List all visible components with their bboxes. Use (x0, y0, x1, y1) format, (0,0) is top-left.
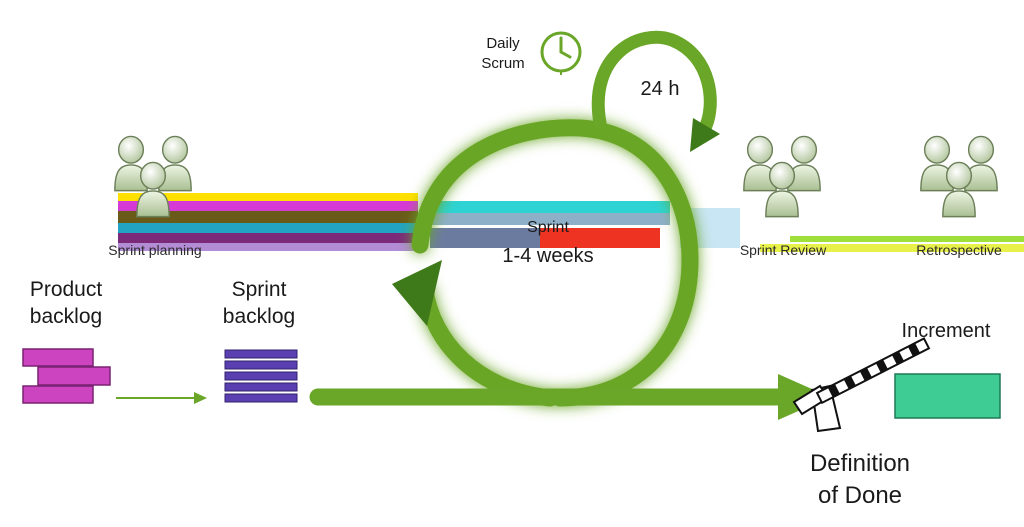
people-group-icon (743, 135, 821, 218)
product-backlog-label: backlog (30, 305, 102, 328)
daily-scrum-loop (591, 30, 720, 152)
cycle-hours-label: 24 h (641, 78, 680, 100)
sprint-cycle-arrowhead (392, 260, 442, 326)
sprint-backlog-icon (224, 349, 298, 403)
clock-icon (540, 31, 582, 75)
retrospective-label: Retrospective (916, 242, 1002, 258)
daily-scrum-label: Daily (486, 35, 520, 52)
definition-of-done-label: of Done (818, 482, 902, 509)
product-backlog-label: Product (30, 278, 103, 301)
increment-label: Increment (902, 320, 991, 342)
definition-of-done-label: Definition (810, 450, 910, 477)
daily-scrum-arrowhead (690, 118, 720, 152)
sprint-review-label: Sprint Review (740, 242, 827, 258)
product-backlog-icon (22, 348, 111, 404)
sprint-duration-label: 1-4 weeks (502, 245, 593, 267)
sprint-backlog-label: Sprint (232, 278, 287, 301)
barrier-gate-icon (792, 337, 931, 433)
sprint-planning-label: Sprint planning (108, 242, 201, 258)
main-flow-arrow (309, 374, 830, 420)
timeline-band (118, 193, 1024, 252)
sprint-backlog-label: backlog (223, 305, 295, 328)
increment-box (894, 373, 1001, 419)
backlog-transfer-arrow (116, 392, 207, 404)
sprint-label: Sprint (527, 219, 569, 236)
people-group-icon (920, 135, 998, 218)
daily-scrum-label: Scrum (481, 55, 524, 72)
